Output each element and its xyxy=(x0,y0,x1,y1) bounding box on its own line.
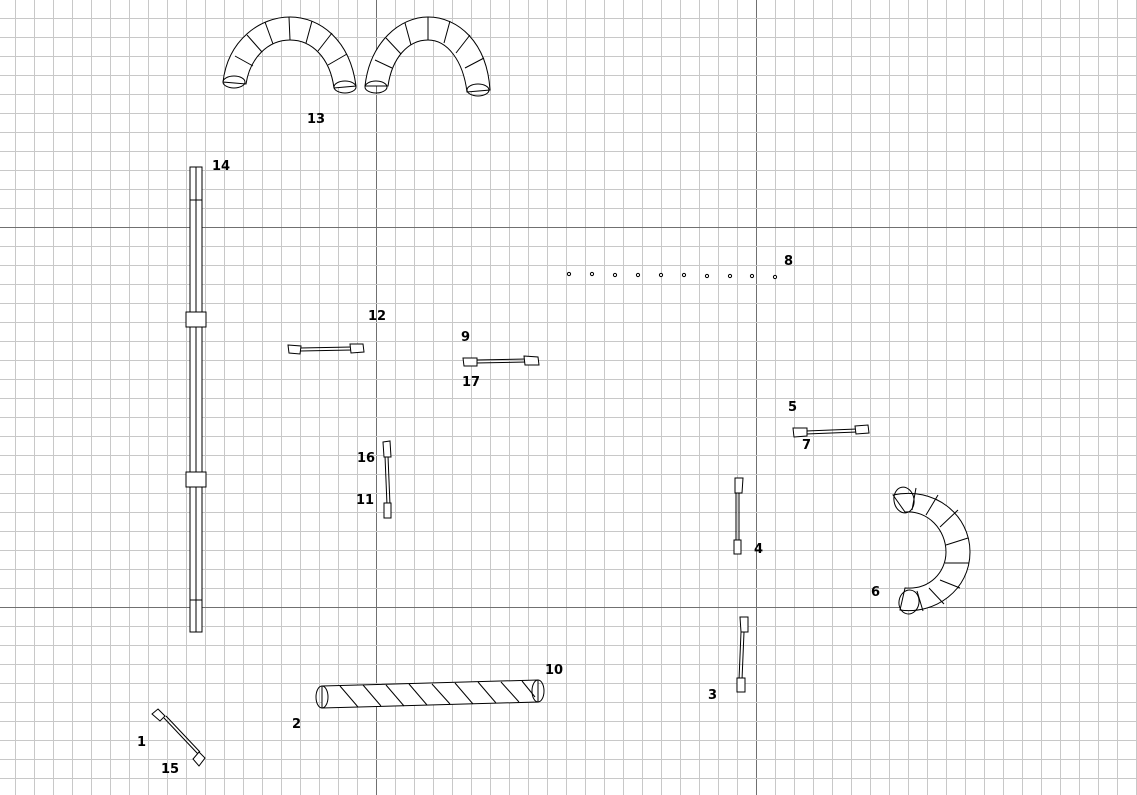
label-4: 4 xyxy=(754,542,764,557)
label-9: 9 xyxy=(461,330,471,345)
obstacle-9-17-hurdle[interactable] xyxy=(462,355,540,367)
obstacle-10-tunnel[interactable] xyxy=(315,679,545,709)
label-17: 17 xyxy=(462,375,481,390)
label-5: 5 xyxy=(788,400,798,415)
label-1: 1 xyxy=(137,735,147,750)
label-15: 15 xyxy=(161,762,180,777)
label-14: 14 xyxy=(212,159,231,174)
label-11: 11 xyxy=(356,493,375,508)
obstacle-12-hurdle[interactable] xyxy=(287,343,365,355)
label-6: 6 xyxy=(871,585,881,600)
obstacle-5-7-hurdle[interactable] xyxy=(792,424,870,438)
obstacle-3-hurdle[interactable] xyxy=(736,616,749,693)
obstacle-4-hurdle[interactable] xyxy=(733,477,744,555)
label-2: 2 xyxy=(292,717,302,732)
label-10: 10 xyxy=(545,663,564,678)
obstacle-1-15-hurdle[interactable] xyxy=(151,708,206,767)
label-8: 8 xyxy=(784,254,794,269)
obstacle-16-11-hurdle[interactable] xyxy=(382,440,392,519)
label-12: 12 xyxy=(368,309,387,324)
label-13: 13 xyxy=(307,112,326,127)
obstacle-13-arches[interactable] xyxy=(222,16,491,97)
obstacle-14-plank[interactable] xyxy=(185,166,207,633)
obstacle-8-weave-poles[interactable] xyxy=(566,271,778,280)
label-3: 3 xyxy=(708,688,718,703)
label-7: 7 xyxy=(802,438,812,453)
label-16: 16 xyxy=(357,451,376,466)
obstacle-6-tunnel[interactable] xyxy=(892,485,971,615)
